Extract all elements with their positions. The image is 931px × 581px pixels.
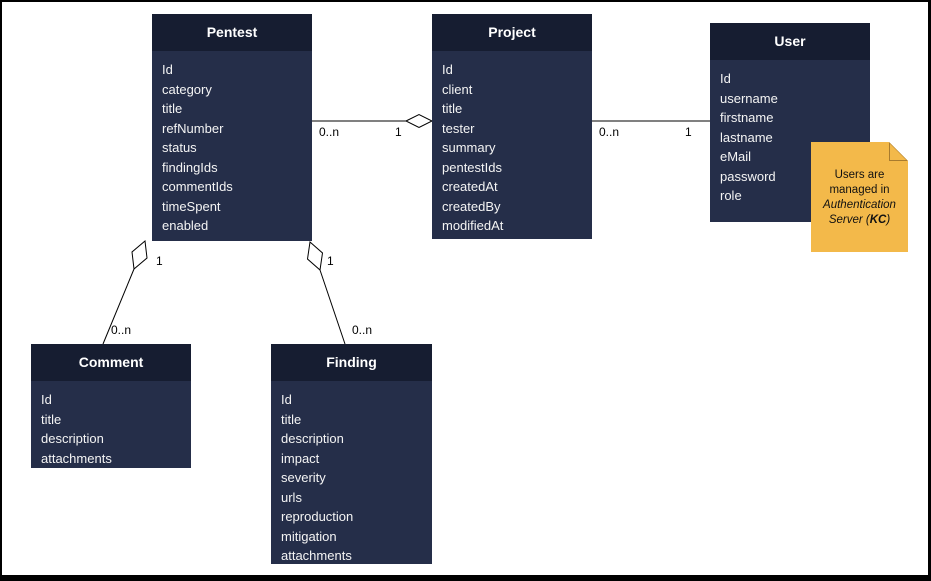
multiplicity-pentest-comment-source: 1	[156, 254, 163, 268]
entity-field: title	[281, 411, 302, 427]
entity-field: Id	[442, 62, 453, 77]
note-text-italic: Authentication Server (	[823, 199, 896, 226]
entity-field: status	[162, 140, 197, 155]
multiplicity-project-user-target: 1	[685, 125, 692, 139]
entity-field: client	[442, 81, 473, 97]
edge-pentest-finding	[319, 269, 346, 345]
multiplicity-project-user-source: 0..n	[599, 125, 620, 139]
entity-field: Id	[281, 392, 292, 407]
entity-field: attachments	[281, 548, 352, 563]
entity-field: tester	[442, 120, 475, 136]
entity-field: attachments	[41, 450, 112, 466]
entity-project[interactable]: Project Id client title tester summary pentes…	[432, 14, 592, 239]
entity-field: password	[720, 168, 776, 184]
entity-user-title: User	[710, 23, 870, 60]
entity-user-fields: Id username firstname lastname eMail password…	[710, 60, 870, 206]
entity-field: description	[41, 431, 104, 446]
entity-field: impact	[281, 450, 320, 466]
entity-field: commentIds	[162, 179, 233, 194]
multiplicity-pentest-comment-target: 0..n	[111, 323, 132, 337]
entity-finding[interactable]: Finding Id title description impact severity…	[271, 344, 432, 564]
entity-project-fields: Id client title tester summary pentestIds crea…	[432, 51, 592, 236]
entity-field: title	[442, 101, 463, 116]
entity-field: title	[41, 411, 62, 427]
aggregation-diamond-pentest-finding	[306, 241, 324, 271]
entity-finding-title: Finding	[271, 344, 432, 381]
entity-field: eMail	[720, 149, 752, 164]
entity-field: summary	[442, 140, 496, 155]
entity-field: category	[162, 81, 212, 97]
entity-field: Id	[41, 392, 52, 407]
entity-field: reproduction	[281, 509, 354, 524]
entity-field: description	[281, 431, 344, 446]
entity-pentest-title: Pentest	[152, 14, 312, 51]
aggregation-diamond-project	[404, 113, 434, 129]
multiplicity-pentest-project-target: 1	[395, 125, 402, 139]
sticky-note[interactable]: Users are managed in Authentication Serv…	[811, 142, 908, 252]
entity-field: mitigation	[281, 528, 337, 544]
note-text-plain: Users are managed in	[829, 169, 890, 196]
entity-field: firstname	[720, 110, 774, 125]
note-text-close: )	[886, 214, 891, 226]
entity-field: createdBy	[442, 198, 501, 214]
entity-comment[interactable]: Comment Id title description attachments	[31, 344, 191, 468]
note-text-bold: KC	[869, 214, 887, 226]
entity-comment-fields: Id title description attachments	[31, 381, 191, 468]
entity-finding-fields: Id title description impact severity urls repr…	[271, 381, 432, 566]
note-fold-icon	[889, 142, 908, 161]
entity-field: refNumber	[162, 120, 224, 136]
entity-field: createdAt	[442, 179, 498, 194]
entity-field: Id	[720, 71, 731, 86]
entity-comment-title: Comment	[31, 344, 191, 381]
entity-field: Id	[162, 62, 173, 77]
entity-field: enabled	[162, 218, 209, 233]
multiplicity-pentest-finding-target: 0..n	[352, 323, 373, 337]
entity-field: modifiedAt	[442, 218, 504, 233]
entity-project-title: Project	[432, 14, 592, 51]
entity-field: username	[720, 90, 778, 106]
entity-field: findingIds	[162, 159, 218, 175]
note-text: Users are managed in Authentication Serv…	[816, 166, 904, 228]
entity-field: urls	[281, 489, 302, 505]
multiplicity-pentest-finding-source: 1	[327, 254, 334, 268]
entity-field: lastname	[720, 129, 773, 145]
entity-pentest-fields: Id category title refNumber status findingIds…	[152, 51, 312, 236]
multiplicity-pentest-project-source: 0..n	[319, 125, 340, 139]
entity-field: severity	[281, 470, 326, 485]
entity-pentest[interactable]: Pentest Id category title refNumber status fi…	[152, 14, 312, 241]
aggregation-diamond-pentest-comment	[131, 240, 148, 270]
entity-field: timeSpent	[162, 198, 221, 214]
entity-field: pentestIds	[442, 159, 502, 175]
entity-field: title	[162, 101, 183, 116]
entity-field: role	[720, 188, 742, 203]
